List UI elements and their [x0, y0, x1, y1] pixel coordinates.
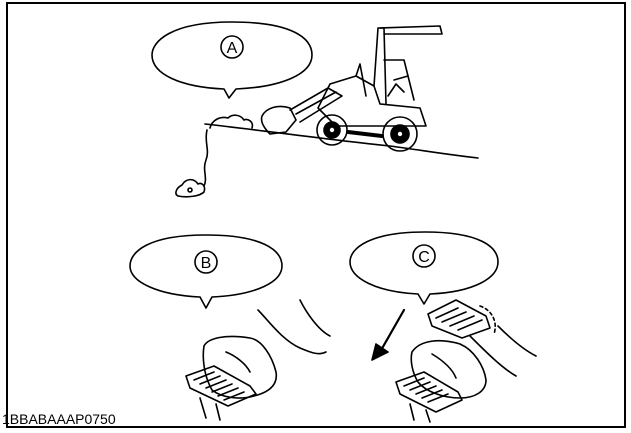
figure-code: 1BBABAAAP0750 [2, 411, 116, 427]
callout-c-label: C [418, 249, 430, 266]
callout-a: A [152, 22, 312, 98]
callout-b-label: B [201, 255, 212, 272]
pedal-scene-b [186, 300, 330, 420]
loader-tractor [261, 26, 442, 151]
press-arrow [380, 310, 404, 352]
callout-a-label: A [227, 40, 238, 57]
pedal-scene-c [372, 300, 536, 422]
callout-c: C [350, 232, 498, 304]
callout-b: B [130, 235, 282, 308]
